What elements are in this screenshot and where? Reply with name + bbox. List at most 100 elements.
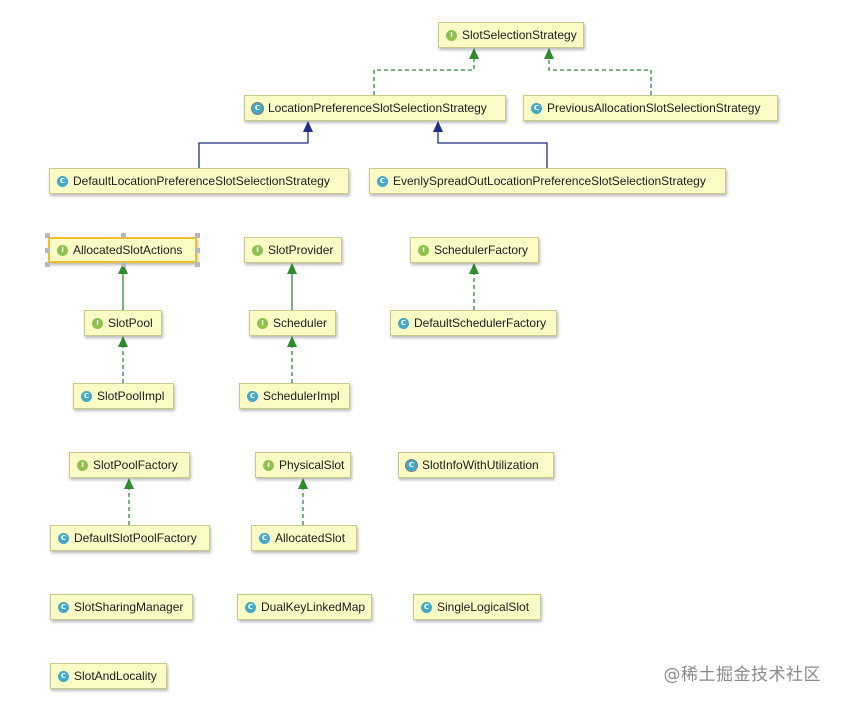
arrowhead-icon: [298, 478, 308, 489]
selection-handle[interactable]: [120, 262, 126, 267]
class-name-label: DefaultLocationPreferenceSlotSelectionSt…: [73, 174, 330, 188]
class-node[interactable]: I SlotSelectionStrategy: [438, 22, 584, 48]
class-node[interactable]: I SlotPool: [84, 310, 162, 336]
class-name-label: DefaultSlotPoolFactory: [74, 531, 197, 545]
arrowhead-icon: [544, 48, 554, 59]
interface-icon: I: [252, 244, 263, 256]
implements-edge: [287, 336, 297, 383]
class-node[interactable]: I SlotProvider: [244, 237, 342, 263]
interface-icon: I: [446, 29, 457, 41]
class-node[interactable]: C DualKeyLinkedMap: [237, 594, 372, 620]
class-node[interactable]: C LocationPreferenceSlotSelectionStrategy: [244, 95, 506, 121]
class-node[interactable]: I PhysicalSlot: [255, 452, 351, 478]
arrowhead-icon: [433, 121, 443, 132]
class-name-label: SlotInfoWithUtilization: [422, 458, 539, 472]
arrowhead-icon: [287, 336, 297, 347]
implements-edge: [469, 263, 479, 310]
selection-handle[interactable]: [195, 248, 200, 253]
arrowhead-icon: [469, 48, 479, 59]
implements-edge: [124, 478, 134, 525]
class-name-label: SingleLogicalSlot: [437, 600, 530, 614]
extends-edge: [118, 263, 128, 310]
implements-edge: [544, 48, 652, 95]
class-icon: C: [58, 670, 69, 682]
class-name-label: AllocatedSlotActions: [73, 243, 183, 257]
class-node[interactable]: C DefaultLocationPreferenceSlotSelectionS…: [49, 168, 349, 194]
class-icon: C: [421, 601, 432, 613]
class-node[interactable]: C AllocatedSlot: [251, 525, 357, 551]
interface-icon: I: [57, 244, 68, 256]
edge-line: [198, 131, 309, 168]
class-icon: C: [57, 175, 68, 187]
class-name-label: DualKeyLinkedMap: [261, 600, 366, 614]
class-icon: C: [398, 317, 409, 329]
arrowhead-icon: [469, 263, 479, 274]
extends-edge: [287, 263, 297, 310]
class-name-label: Scheduler: [273, 316, 328, 330]
class-name-label: DefaultSchedulerFactory: [414, 316, 547, 330]
class-node[interactable]: C SingleLogicalSlot: [413, 594, 541, 620]
interface-icon: I: [77, 459, 88, 471]
class-icon: C: [245, 601, 256, 613]
class-name-label: SlotPool: [108, 316, 153, 330]
arrowhead-icon: [303, 121, 313, 132]
watermark: @稀土掘金技术社区: [663, 665, 821, 685]
class-icon: C: [406, 459, 417, 471]
class-icon: C: [252, 102, 263, 114]
class-name-label: SchedulerFactory: [434, 243, 529, 257]
class-node[interactable]: C DefaultSchedulerFactory: [390, 310, 557, 336]
class-name-label: SlotPoolFactory: [93, 458, 178, 472]
class-icon: C: [259, 532, 270, 544]
implements-edge: [373, 48, 479, 95]
class-name-label: LocationPreferenceSlotSelectionStrategy: [268, 101, 487, 115]
selection-handle[interactable]: [120, 233, 126, 238]
class-name-label: SlotSharingManager: [74, 600, 184, 614]
class-node[interactable]: C EvenlySpreadOutLocationPreferenceSlotSe…: [369, 168, 726, 194]
class-node[interactable]: C SlotInfoWithUtilization: [398, 452, 554, 478]
class-icon: C: [531, 102, 542, 114]
class-name-label: SlotSelectionStrategy: [462, 28, 577, 42]
arrowhead-icon: [118, 263, 128, 274]
class-node[interactable]: I AllocatedSlotActions: [48, 237, 197, 263]
class-name-label: SlotAndLocality: [74, 669, 157, 683]
implements-edge: [298, 478, 308, 525]
class-name-label: PhysicalSlot: [279, 458, 345, 472]
class-node[interactable]: C SlotPoolImpl: [73, 383, 174, 409]
interface-icon: I: [418, 244, 429, 256]
interface-icon: I: [257, 317, 268, 329]
interface-icon: I: [263, 459, 274, 471]
arrowhead-icon: [124, 478, 134, 489]
class-node[interactable]: I SlotPoolFactory: [69, 452, 190, 478]
class-icon: C: [58, 532, 69, 544]
class-node[interactable]: C SlotSharingManager: [50, 594, 193, 620]
class-name-label: AllocatedSlot: [275, 531, 346, 545]
interface-icon: I: [92, 317, 103, 329]
arrowhead-icon: [118, 336, 128, 347]
selection-handle[interactable]: [45, 233, 50, 238]
class-name-label: SlotProvider: [268, 243, 334, 257]
class-icon: C: [377, 175, 388, 187]
class-node[interactable]: C DefaultSlotPoolFactory: [50, 525, 210, 551]
class-name-label: PreviousAllocationSlotSelectionStrategy: [547, 101, 761, 115]
extends-edge: [433, 121, 548, 168]
class-node[interactable]: I Scheduler: [249, 310, 336, 336]
selection-handle[interactable]: [195, 233, 200, 238]
edge-line: [548, 58, 652, 95]
class-name-label: SlotPoolImpl: [97, 389, 165, 403]
selection-handle[interactable]: [45, 262, 50, 267]
class-name-label: EvenlySpreadOutLocationPreferenceSlotSel…: [393, 174, 706, 188]
class-node[interactable]: C SlotAndLocality: [50, 663, 167, 689]
selection-handle[interactable]: [45, 248, 50, 253]
class-icon: C: [81, 390, 92, 402]
selection-handle[interactable]: [195, 262, 200, 267]
edge-line: [373, 58, 475, 95]
implements-edge: [118, 336, 128, 383]
class-icon: C: [247, 390, 258, 402]
class-node[interactable]: C PreviousAllocationSlotSelectionStrategy: [523, 95, 778, 121]
edge-line: [437, 131, 548, 168]
arrowhead-icon: [287, 263, 297, 274]
class-node[interactable]: I SchedulerFactory: [410, 237, 539, 263]
class-icon: C: [58, 601, 69, 613]
